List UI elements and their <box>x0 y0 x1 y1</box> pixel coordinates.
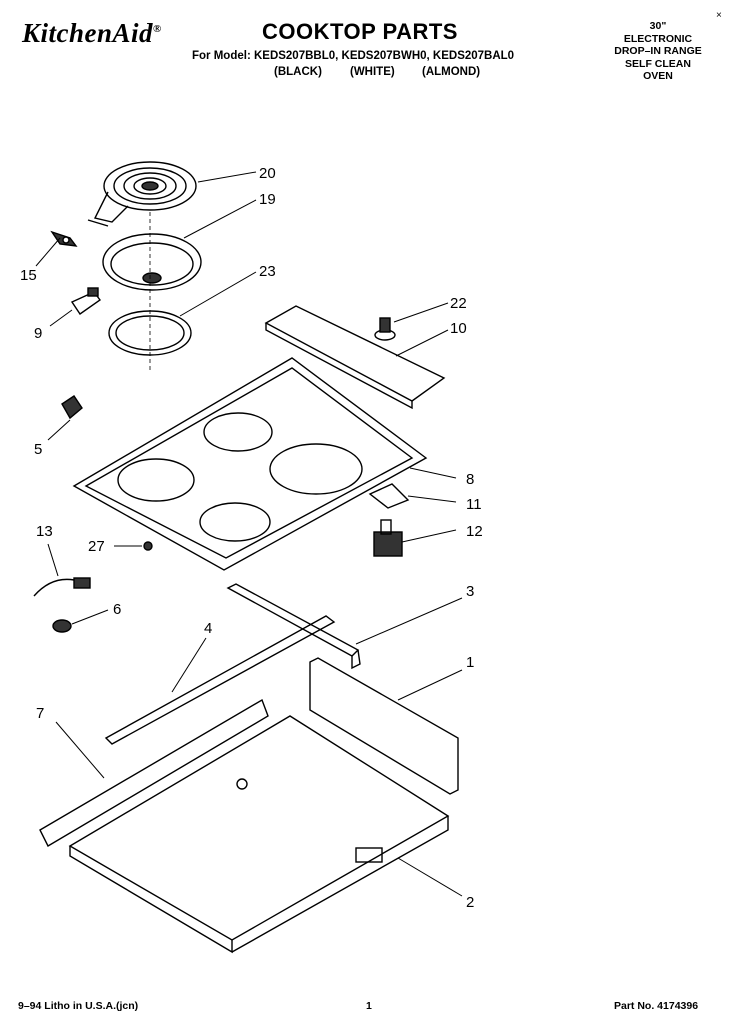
callout-20: 20 <box>259 165 276 182</box>
switch-module-part-12 <box>373 519 403 557</box>
desc-install: DROP–IN RANGE <box>614 45 702 57</box>
kitchenaid-logo: KitchenAid® <box>22 18 162 49</box>
cooktop-surface-part-8 <box>72 357 428 571</box>
brand-name: KitchenAid <box>22 18 154 48</box>
drip-bowl-part-19 <box>102 233 202 291</box>
coil-element-part-20 <box>87 161 197 227</box>
callout-19: 19 <box>259 191 276 208</box>
callout-9: 9 <box>34 325 42 342</box>
rear-bracket-part-3 <box>226 583 361 670</box>
footer-litho: 9–94 Litho in U.S.A.(jcn) <box>18 1000 139 1012</box>
callout-12: 12 <box>466 523 483 540</box>
terminal-block-part-9 <box>70 287 101 315</box>
base-pan-part-2 <box>68 715 450 954</box>
callout-4: 4 <box>204 620 212 637</box>
callout-23: 23 <box>259 263 276 280</box>
footer-page-number: 1 <box>366 1000 372 1012</box>
model-colors: (BLACK) (WHITE) (ALMOND) <box>274 66 480 78</box>
desc-feature: SELF CLEAN <box>625 57 691 70</box>
control-panel-part-10 <box>264 305 446 410</box>
callout-10: 10 <box>450 320 467 337</box>
receptacle-part-15 <box>50 230 78 247</box>
switch-part-22 <box>374 317 396 341</box>
model-list: For Model: KEDS207BBL0, KEDS207BWH0, KED… <box>192 50 515 62</box>
callout-13: 13 <box>36 523 53 540</box>
callout-7: 7 <box>36 705 44 722</box>
footer-part-number: Part No. 4174396 <box>614 1000 699 1012</box>
side-panel-part-1 <box>309 657 459 795</box>
callout-3: 3 <box>466 583 474 600</box>
callout-22: 22 <box>450 295 467 312</box>
callout-15: 15 <box>20 267 37 284</box>
desc-size: 30" <box>649 20 667 32</box>
callout-numbers: 20 19 23 15 9 22 10 5 8 11 12 13 27 6 3 … <box>20 165 483 911</box>
registered-mark: ® <box>153 23 162 35</box>
leader-lines <box>35 171 463 897</box>
wire-harness-part-13 <box>33 577 91 597</box>
trim-strip-part-4 <box>104 615 336 745</box>
page-title: COOKTOP PARTS <box>262 19 458 44</box>
desc-type: ELECTRONIC <box>623 32 693 45</box>
appliance-description: 30" ELECTRONIC DROP–IN RANGE SELF CLEAN … <box>598 20 718 83</box>
front-panel-part-7 <box>39 698 269 847</box>
callout-8: 8 <box>466 471 474 488</box>
callout-2: 2 <box>466 894 474 911</box>
grommet-part-6 <box>52 619 72 633</box>
callout-5: 5 <box>34 441 42 458</box>
corner-mark: × <box>716 10 722 21</box>
color-white: (WHITE) <box>350 66 395 78</box>
desc-appliance: OVEN <box>643 70 673 82</box>
color-black: (BLACK) <box>274 66 322 78</box>
callout-1: 1 <box>466 654 474 671</box>
color-almond: (ALMOND) <box>422 66 481 78</box>
callout-11: 11 <box>466 496 482 513</box>
bracket-part-11 <box>368 483 410 509</box>
callout-6: 6 <box>113 601 121 618</box>
callout-27: 27 <box>88 538 105 555</box>
clip-part-5 <box>61 395 83 420</box>
screw-part-27 <box>143 541 153 551</box>
